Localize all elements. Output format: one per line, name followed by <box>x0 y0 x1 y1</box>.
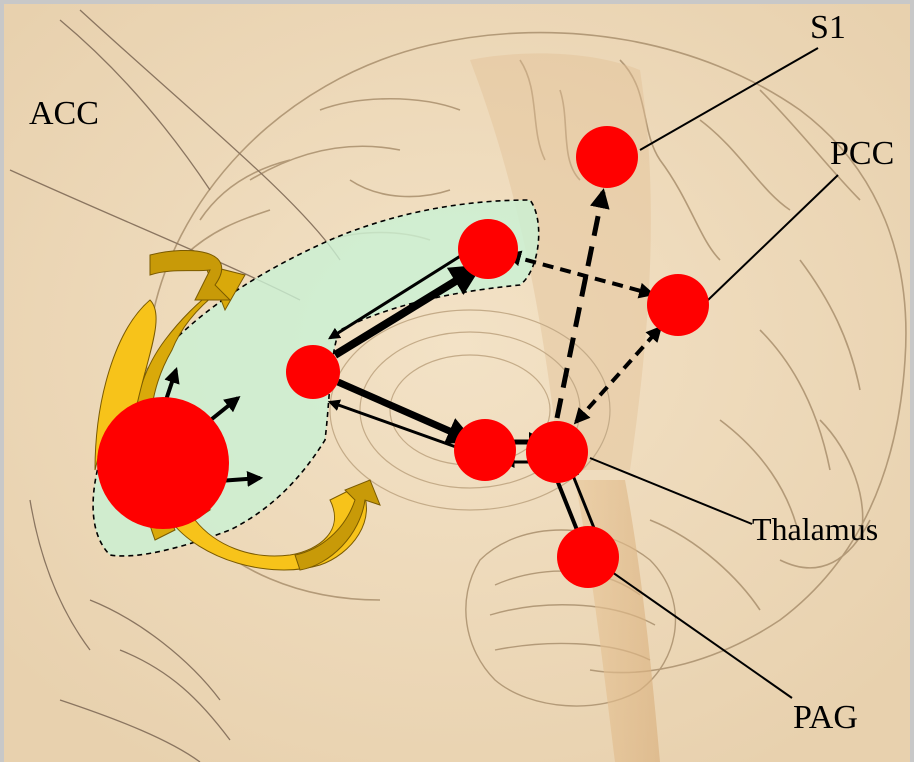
node-pag <box>557 526 619 588</box>
label-pcc: PCC <box>830 135 894 172</box>
node-a <box>458 219 518 279</box>
label-acc: ACC <box>29 95 99 132</box>
node-pcc <box>647 274 709 336</box>
node-thalamus <box>526 421 588 483</box>
node-acc-origin <box>97 397 229 529</box>
node-s1 <box>576 126 638 188</box>
label-s1: S1 <box>810 9 846 46</box>
label-pag: PAG <box>793 699 858 736</box>
label-thalamus: Thalamus <box>752 511 878 547</box>
node-b <box>454 419 516 481</box>
node-acc <box>286 345 340 399</box>
